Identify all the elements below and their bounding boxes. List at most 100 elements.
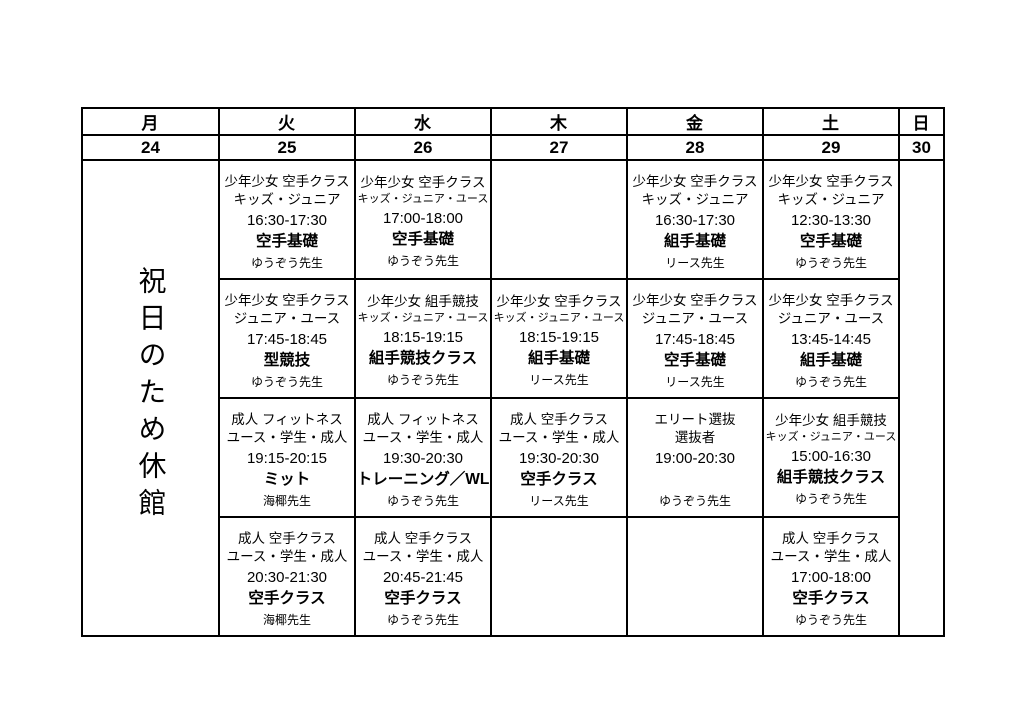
class-time: 20:45-21:45 xyxy=(382,568,464,586)
class-group: キッズ・ジュニア・ユース xyxy=(357,312,489,325)
class-time: 15:00-16:30 xyxy=(790,448,872,466)
class-title: 成人 空手クラス xyxy=(238,530,336,546)
class-cell-fri-1[interactable]: 少年少女 空手クラス キッズ・ジュニア 16:30-17:30 組手基礎 リース… xyxy=(626,159,764,280)
class-title: 成人 空手クラス xyxy=(510,411,608,427)
class-group: ジュニア・ユース xyxy=(777,311,885,326)
class-name: 空手クラス xyxy=(384,589,462,607)
class-cell-tue-2[interactable]: 少年少女 空手クラス ジュニア・ユース 17:45-18:45 型競技 ゆうぞう… xyxy=(218,278,356,399)
class-cell-sat-2[interactable]: 少年少女 空手クラス ジュニア・ユース 13:45-14:45 組手基礎 ゆうぞ… xyxy=(762,278,900,399)
class-name: 組手基礎 xyxy=(799,351,862,369)
class-cell-sat-1[interactable]: 少年少女 空手クラス キッズ・ジュニア 12:30-13:30 空手基礎 ゆうぞ… xyxy=(762,159,900,280)
class-title: 成人 フィットネス xyxy=(367,411,479,427)
day-header-tue: 火 xyxy=(218,107,356,136)
class-group: ジュニア・ユース xyxy=(641,311,749,326)
class-name: 空手基礎 xyxy=(255,232,318,250)
class-time: 19:30-20:30 xyxy=(382,449,464,467)
class-group: キッズ・ジュニア・ユース xyxy=(493,312,625,325)
day-of-week-header-row: 月 火 水 木 金 土 日 xyxy=(81,107,945,136)
class-cell-wed-3[interactable]: 成人 フィットネス ユース・学生・成人 19:30-20:30 トレーニング／W… xyxy=(354,397,492,518)
class-teacher: リース先生 xyxy=(529,373,589,388)
class-teacher: ゆうぞう先生 xyxy=(250,374,323,389)
class-name: 組手競技クラス xyxy=(368,350,478,368)
class-cell-tue-1[interactable]: 少年少女 空手クラス キッズ・ジュニア 16:30-17:30 空手基礎 ゆうぞ… xyxy=(218,159,356,280)
class-teacher: リース先生 xyxy=(529,493,589,508)
date-cell-mon: 24 xyxy=(81,134,220,161)
class-name: 組手競技クラス xyxy=(776,469,886,487)
class-cell-thu-2[interactable]: 少年少女 空手クラス キッズ・ジュニア・ユース 18:15-19:15 組手基礎… xyxy=(490,278,628,399)
class-name: 空手クラス xyxy=(248,589,326,607)
class-name: 空手クラス xyxy=(520,470,598,488)
class-name: 空手基礎 xyxy=(799,232,862,250)
class-cell-sat-3[interactable]: 少年少女 組手競技 キッズ・ジュニア・ユース 15:00-16:30 組手競技ク… xyxy=(762,397,900,518)
class-cell-tue-3[interactable]: 成人 フィットネス ユース・学生・成人 19:15-20:15 ミット 海椰先生 xyxy=(218,397,356,518)
schedule-row-2: 少年少女 空手クラス ジュニア・ユース 17:45-18:45 型競技 ゆうぞう… xyxy=(82,278,944,399)
class-name: 空手基礎 xyxy=(663,351,726,369)
class-title: 少年少女 空手クラス xyxy=(360,174,486,190)
class-time: 17:45-18:45 xyxy=(654,330,736,348)
day-header-sun: 日 xyxy=(898,107,945,136)
class-group: 選抜者 xyxy=(674,430,716,445)
schedule-row-3: 成人 フィットネス ユース・学生・成人 19:15-20:15 ミット 海椰先生… xyxy=(82,397,944,518)
table-body: 祝日のため休館 少年少女 空手クラス キッズ・ジュニア 16:30-17:30 … xyxy=(81,159,945,637)
class-time: 19:00-20:30 xyxy=(654,449,736,467)
schedule-row-4: 成人 空手クラス ユース・学生・成人 20:30-21:30 空手クラス 海椰先… xyxy=(82,516,944,637)
class-cell-thu-3[interactable]: 成人 空手クラス ユース・学生・成人 19:30-20:30 空手クラス リース… xyxy=(490,397,628,518)
class-time: 12:30-13:30 xyxy=(790,211,872,229)
class-time: 16:30-17:30 xyxy=(654,211,736,229)
class-teacher: ゆうぞう先生 xyxy=(386,373,459,388)
class-teacher: ゆうぞう先生 xyxy=(794,374,867,389)
class-name: トレーニング／WL xyxy=(356,470,490,488)
date-cell-tue: 25 xyxy=(218,134,356,161)
day-header-thu: 木 xyxy=(490,107,628,136)
class-cell-tue-4[interactable]: 成人 空手クラス ユース・学生・成人 20:30-21:30 空手クラス 海椰先… xyxy=(218,516,356,637)
class-title: 成人 フィットネス xyxy=(231,411,343,427)
class-time: 16:30-17:30 xyxy=(246,211,328,229)
class-group: ユース・学生・成人 xyxy=(498,430,620,445)
class-group: キッズ・ジュニア xyxy=(641,192,749,207)
class-cell-fri-4-empty[interactable] xyxy=(626,516,764,637)
class-title: 成人 空手クラス xyxy=(782,530,880,546)
class-title: 少年少女 空手クラス xyxy=(768,292,894,308)
class-name: 空手クラス xyxy=(792,589,870,607)
class-time: 19:15-20:15 xyxy=(246,449,328,467)
class-time: 17:00-18:00 xyxy=(382,210,464,228)
class-title: 少年少女 空手クラス xyxy=(768,173,894,189)
schedule-row-1: 祝日のため休館 少年少女 空手クラス キッズ・ジュニア 16:30-17:30 … xyxy=(81,159,945,637)
class-title: 少年少女 空手クラス xyxy=(224,292,350,308)
class-title: エリート選抜 xyxy=(654,411,736,427)
class-cell-thu-4-empty[interactable] xyxy=(490,516,628,637)
class-group: キッズ・ジュニア・ユース xyxy=(357,193,489,206)
class-cell-thu-1-empty[interactable] xyxy=(490,159,628,280)
class-name: 組手基礎 xyxy=(663,232,726,250)
class-title: 少年少女 空手クラス xyxy=(632,173,758,189)
sunday-empty-cell[interactable] xyxy=(898,159,945,637)
class-cell-wed-4[interactable]: 成人 空手クラス ユース・学生・成人 20:45-21:45 空手クラス ゆうぞ… xyxy=(354,516,492,637)
class-group: ユース・学生・成人 xyxy=(226,430,348,445)
class-group: ユース・学生・成人 xyxy=(362,549,484,564)
class-group: ユース・学生・成人 xyxy=(770,549,892,564)
class-name: 組手基礎 xyxy=(527,350,590,368)
date-cell-sat: 29 xyxy=(762,134,900,161)
class-time: 17:45-18:45 xyxy=(246,330,328,348)
class-teacher: ゆうぞう先生 xyxy=(794,492,867,507)
class-cell-wed-2[interactable]: 少年少女 組手競技 キッズ・ジュニア・ユース 18:15-19:15 組手競技ク… xyxy=(354,278,492,399)
monday-closed-notice-text: 祝日のため休館 xyxy=(134,266,168,525)
class-teacher: ゆうぞう先生 xyxy=(250,255,323,270)
class-teacher: ゆうぞう先生 xyxy=(658,493,731,508)
class-time: 20:30-21:30 xyxy=(246,568,328,586)
date-cell-sun: 30 xyxy=(898,134,945,161)
class-cell-fri-3[interactable]: エリート選抜 選抜者 19:00-20:30 ゆうぞう先生 xyxy=(626,397,764,518)
date-cell-fri: 28 xyxy=(626,134,764,161)
class-title: 少年少女 空手クラス xyxy=(632,292,758,308)
day-header-mon: 月 xyxy=(81,107,220,136)
class-group: ジュニア・ユース xyxy=(233,311,341,326)
class-title: 少年少女 組手競技 xyxy=(367,293,479,309)
class-title: 少年少女 空手クラス xyxy=(224,173,350,189)
class-group: ユース・学生・成人 xyxy=(226,549,348,564)
class-cell-sat-4[interactable]: 成人 空手クラス ユース・学生・成人 17:00-18:00 空手クラス ゆうぞ… xyxy=(762,516,900,637)
class-cell-wed-1[interactable]: 少年少女 空手クラス キッズ・ジュニア・ユース 17:00-18:00 空手基礎… xyxy=(354,159,492,280)
class-time: 13:45-14:45 xyxy=(790,330,872,348)
class-cell-fri-2[interactable]: 少年少女 空手クラス ジュニア・ユース 17:45-18:45 空手基礎 リース… xyxy=(626,278,764,399)
class-teacher: ゆうぞう先生 xyxy=(386,254,459,269)
